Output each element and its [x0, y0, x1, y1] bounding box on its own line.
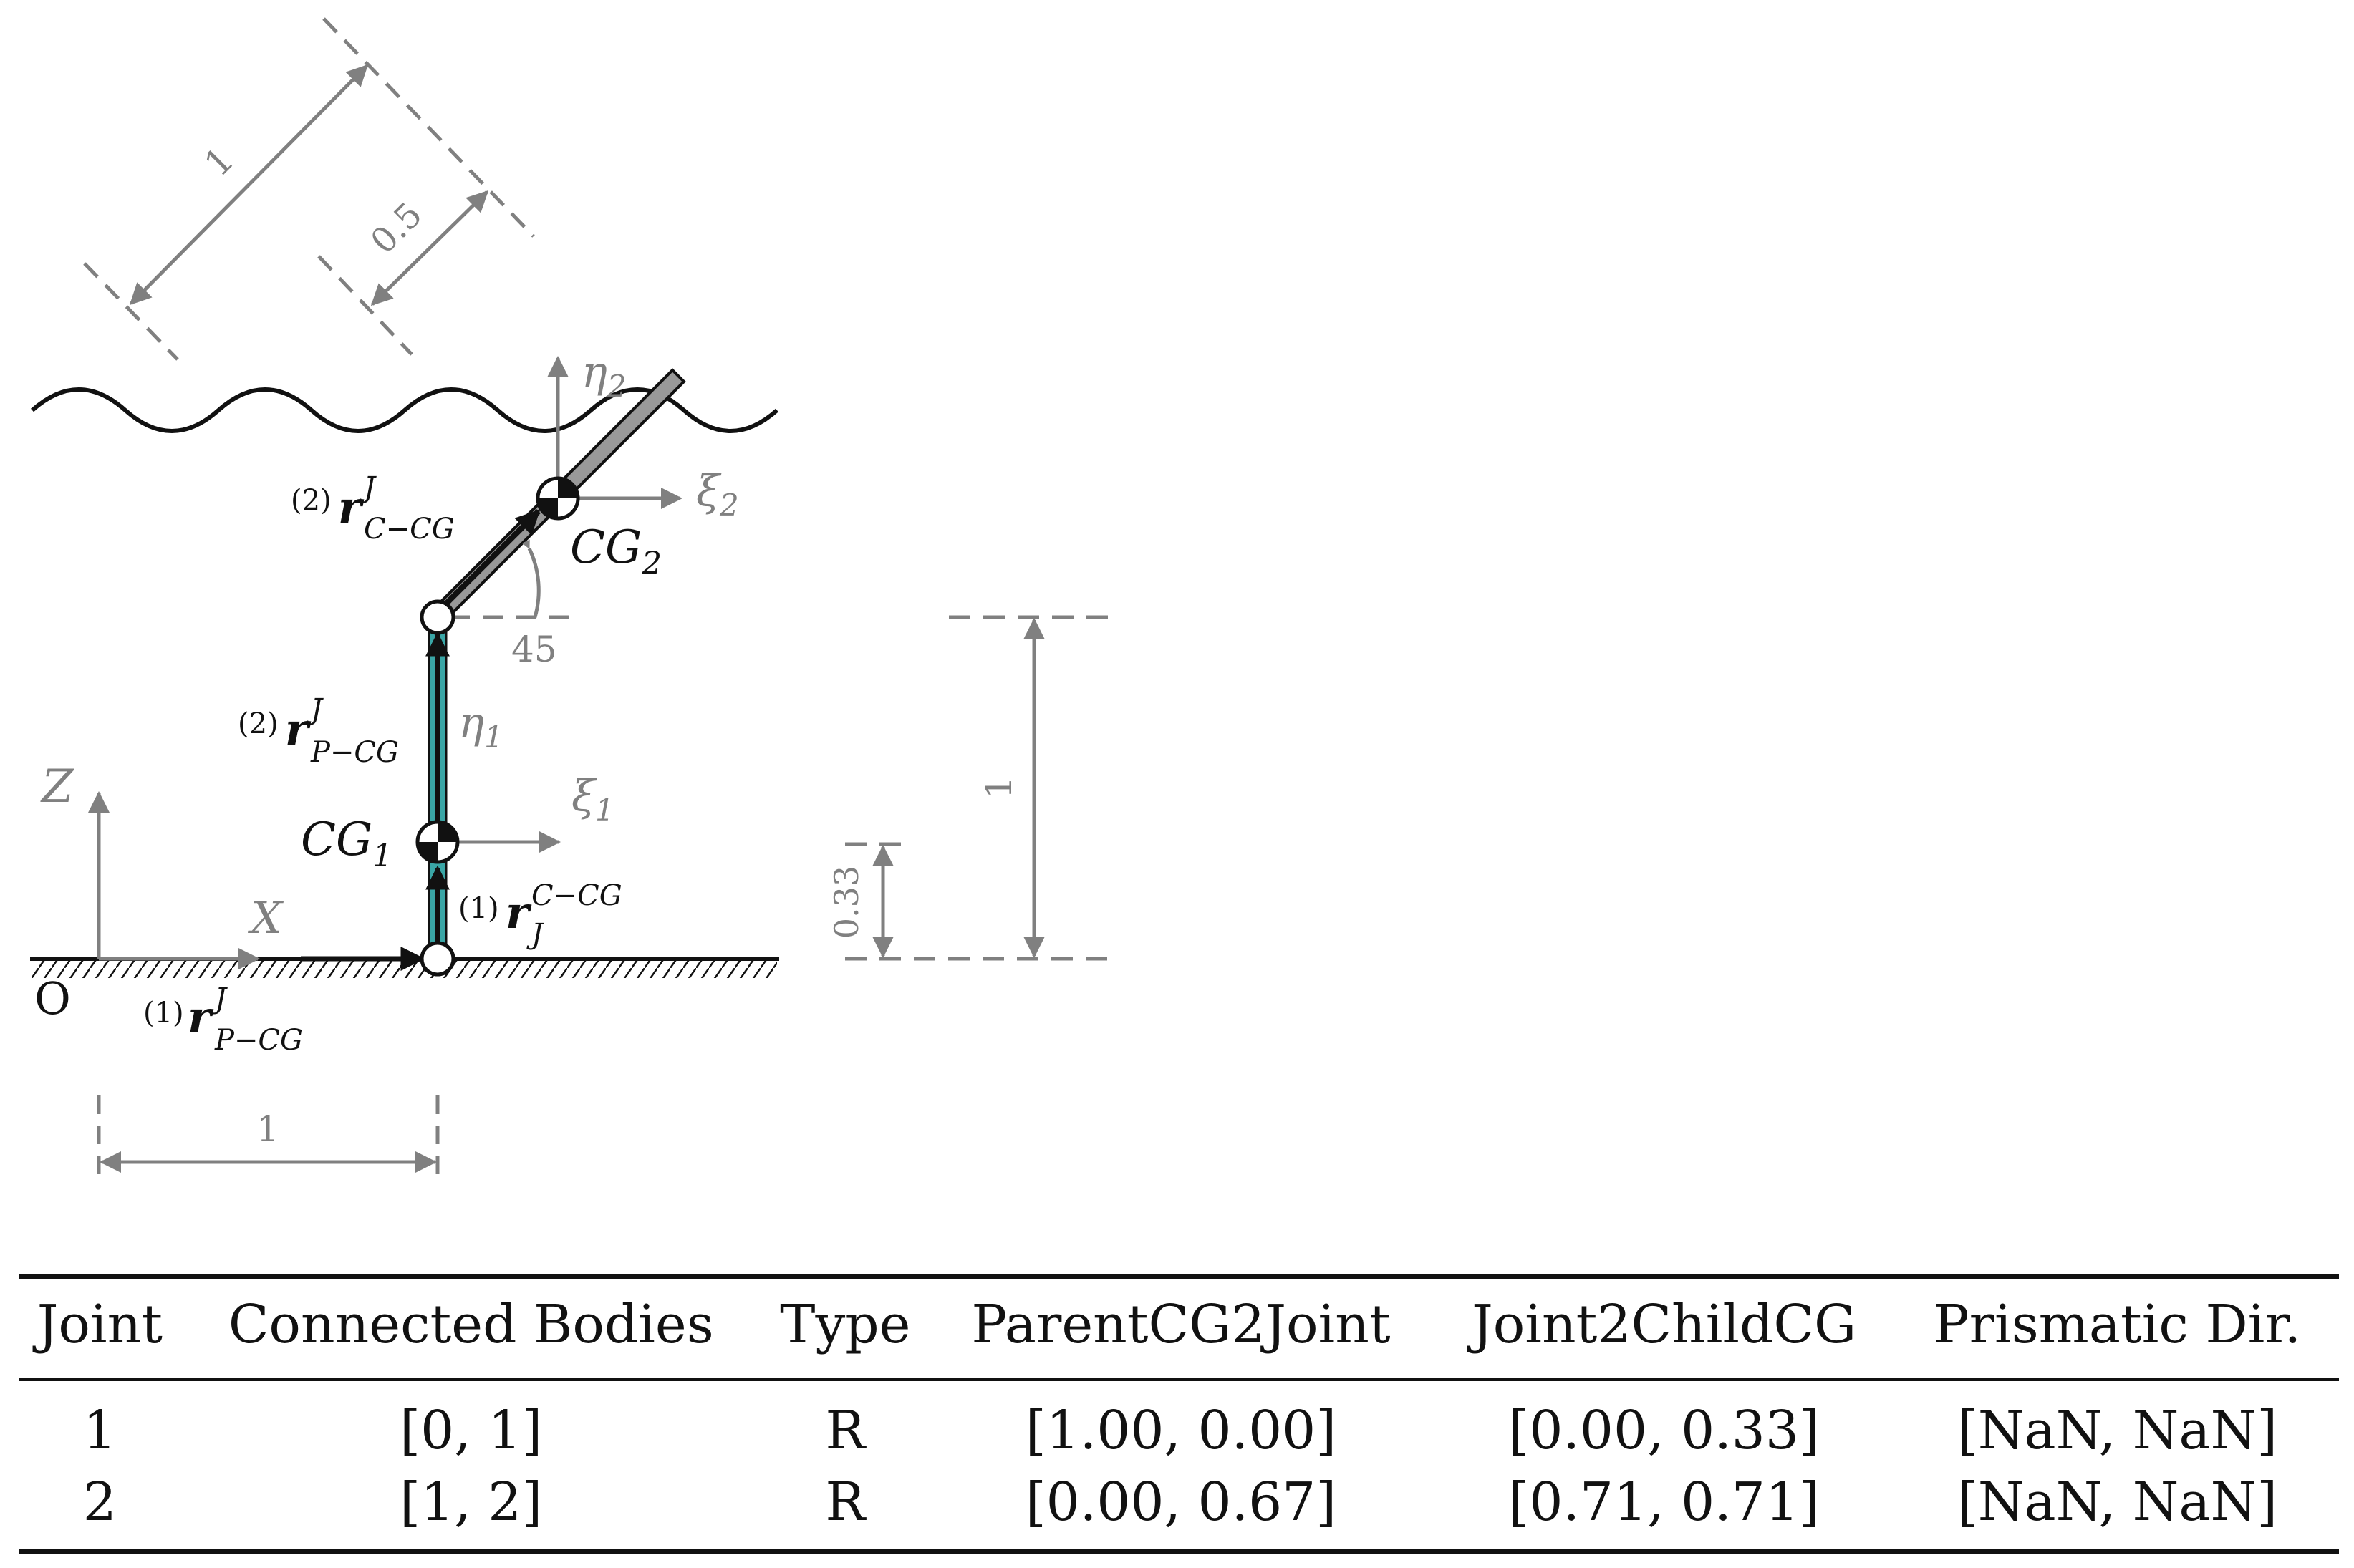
svg-text:r: r: [506, 886, 532, 939]
header-prismatic-dir: Prismatic Dir.: [1895, 1274, 2339, 1381]
svg-text:r: r: [285, 703, 312, 755]
header-connected-bodies: Connected Bodies: [180, 1274, 761, 1381]
dimension-extension-line: [322, 17, 535, 238]
link1-height-dimension: 1: [845, 615, 1114, 961]
global-axes: Z X O: [34, 760, 284, 1025]
svg-text:J: J: [306, 693, 324, 726]
svg-text:J: J: [359, 471, 377, 504]
cell-type: R: [761, 1464, 930, 1554]
dimension-extension-line: [317, 255, 413, 356]
xi2-label: ξ2: [696, 466, 739, 523]
joint2-angle-indicator: 45: [450, 539, 569, 670]
table-row: 2 [1, 2] R [0.00, 0.67] [0.71, 0.71] [Na…: [19, 1464, 2339, 1554]
cell-connected-bodies: [0, 1]: [400, 1400, 543, 1461]
svg-text:r: r: [188, 991, 214, 1043]
joint-table-container: Joint Connected Bodies Type ParentCG2Joi…: [19, 1274, 2339, 1554]
svg-text:P−CG: P−CG: [214, 1024, 303, 1057]
svg-text:(2): (2): [238, 707, 279, 740]
dimension-extension-line: [83, 262, 179, 361]
global-z-label: Z: [40, 760, 74, 813]
header-joint: Joint: [19, 1274, 181, 1381]
table-row: 1 [0, 1] R [1.00, 0.00] [0.00, 0.33] [Na…: [19, 1380, 2339, 1464]
svg-text:C−CG: C−CG: [364, 513, 455, 546]
seabed-hatching: [32, 959, 777, 978]
origin-label: O: [34, 972, 71, 1025]
link2-cg-offset-dimension: 0.5: [317, 190, 489, 356]
joint2-angle-label: 45: [511, 629, 557, 670]
vector-label-1-rpcg: (1) r J P−CG: [143, 982, 303, 1057]
link1-height-label: 1: [978, 776, 1020, 799]
cell-joint: 1: [82, 1400, 117, 1461]
cg2-label: CG2: [570, 521, 662, 582]
vector-label-1-rccg: (1) r C−CG J: [458, 879, 622, 951]
table-header-row: Joint Connected Bodies Type ParentCG2Joi…: [19, 1274, 2339, 1381]
vector-2-rccg-arrow: [445, 509, 541, 605]
joint2-marker: [420, 599, 455, 635]
angle-arc: [521, 539, 541, 618]
link2-length-label: 1: [196, 139, 242, 185]
header-parentcg2joint: ParentCG2Joint: [929, 1274, 1433, 1381]
cell-prismatic-dir: [NaN, NaN]: [1957, 1400, 2278, 1461]
cg1-label: CG1: [301, 813, 392, 874]
link2-cg-offset-label: 0.5: [363, 195, 430, 262]
link2-length-dimension: 1: [83, 17, 535, 361]
global-x-label: X: [248, 891, 284, 944]
svg-text:r: r: [338, 481, 365, 533]
cg1-marker: [415, 820, 460, 864]
cell-prismatic-dir: [NaN, NaN]: [1895, 1464, 2339, 1554]
body2-frame: η2 ξ2: [547, 347, 739, 523]
dimension-arrow: [370, 190, 489, 306]
cg2-marker: [536, 476, 580, 521]
body1-frame: ξ1 η1: [438, 698, 614, 853]
svg-text:C−CG: C−CG: [531, 879, 622, 912]
header-joint2childcg: Joint2ChildCG: [1432, 1274, 1896, 1381]
svg-text:P−CG: P−CG: [310, 736, 399, 769]
eta1-label: η1: [458, 698, 503, 755]
svg-text:J: J: [210, 982, 228, 1015]
base-offset-label: 1: [256, 1108, 279, 1150]
svg-text:(1): (1): [143, 997, 184, 1030]
joint-table: Joint Connected Bodies Type ParentCG2Joi…: [19, 1274, 2339, 1554]
dimension-arrow: [129, 64, 369, 306]
link1-cg-height-label: 0.33: [827, 866, 866, 939]
link1-cg-height-dimension: 0.33: [827, 842, 908, 958]
cell-joint2childcg: [0.71, 0.71]: [1432, 1464, 1896, 1554]
header-type: Type: [761, 1274, 930, 1381]
eta2-label: η2: [582, 347, 627, 404]
cell-type: R: [825, 1400, 866, 1461]
base-offset-dimension: 1: [97, 1095, 440, 1185]
cell-parentcg2joint: [1.00, 0.00]: [1025, 1400, 1337, 1461]
cell-joint2childcg: [0.00, 0.33]: [1508, 1400, 1820, 1461]
joint1-marker: [420, 941, 455, 977]
vector-label-2-rccg: (2) r J C−CG: [291, 471, 455, 546]
vector-label-2-rpcg: (2) r J P−CG: [238, 693, 399, 769]
cell-joint: 2: [19, 1464, 181, 1554]
mechanism-diagram: 1 0.5 Z X O ξ1 η1 η2 ξ2: [30, 17, 1114, 1185]
cell-connected-bodies: [1, 2]: [180, 1464, 761, 1554]
svg-text:(1): (1): [458, 892, 499, 925]
xi1-label: ξ1: [571, 771, 614, 828]
svg-text:(2): (2): [291, 484, 332, 517]
cell-parentcg2joint: [0.00, 0.67]: [929, 1464, 1433, 1554]
svg-text:J: J: [526, 918, 544, 951]
seabed: [30, 957, 779, 978]
